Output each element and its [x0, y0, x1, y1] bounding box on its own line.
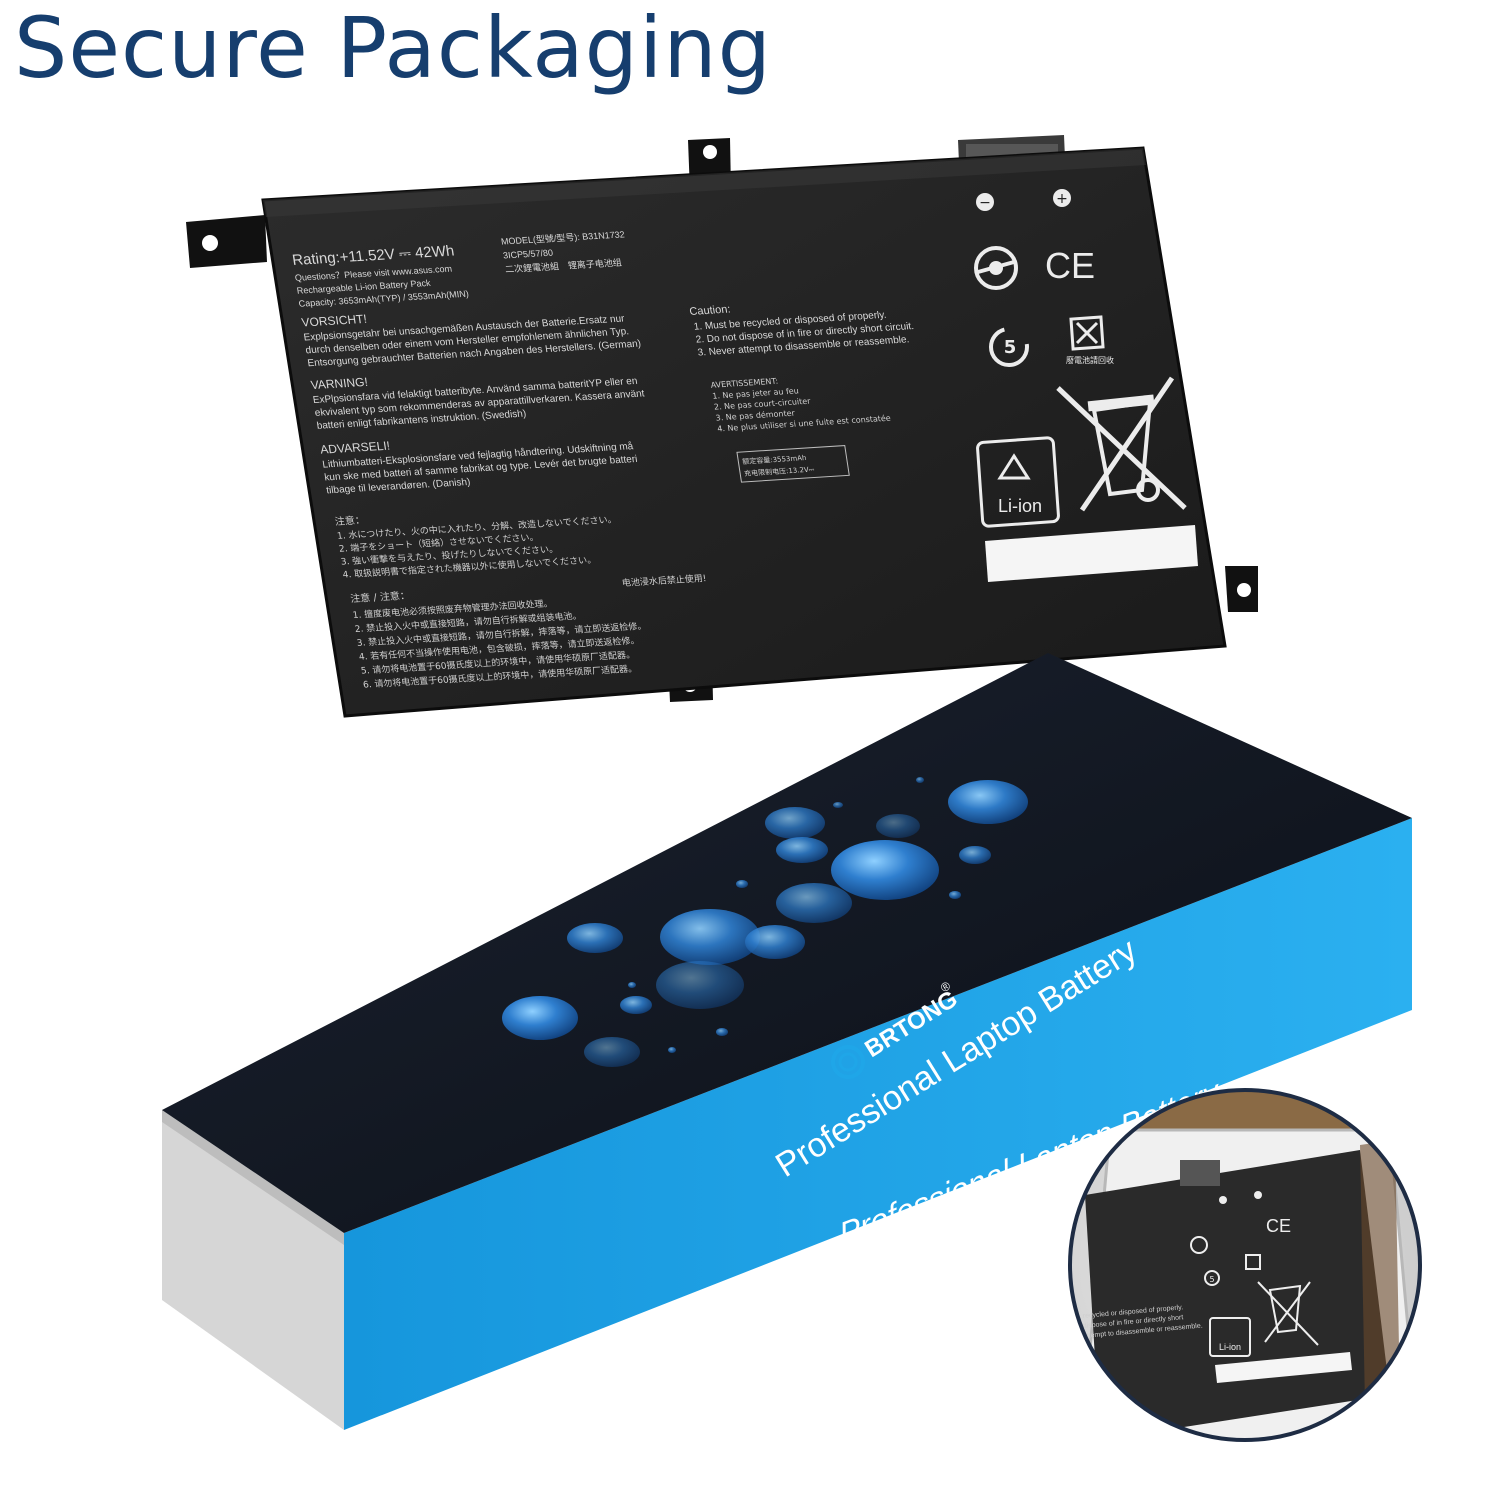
serial-sticker — [985, 525, 1198, 582]
cell-text: 3ICP5/57/80 — [502, 248, 553, 261]
headline: Secure Packaging — [14, 0, 772, 97]
box-side-face — [344, 818, 1412, 1430]
rated-capacity-text: 额定容量:3553mAh — [742, 453, 807, 466]
rohs-5-icon: 5 — [989, 327, 1029, 367]
advarsel-heading: ADVARSELI! — [319, 439, 391, 457]
rohs-number: 5 — [1004, 337, 1017, 358]
charge-limit-text: 充电限制电压:13.2V⎓ — [744, 465, 816, 478]
mounting-tab-left — [186, 215, 267, 268]
ul-recognized-icon — [974, 246, 1018, 290]
minus-sign: − — [979, 195, 991, 211]
inset-rohs-number: 5 — [1209, 1275, 1214, 1284]
battery: Rating:+11.52V ⎓ 42Wh MODEL(型號/型号): B31N… — [186, 135, 1258, 718]
jp-heading: 注意： — [334, 513, 366, 528]
bubble-graphic — [502, 777, 1028, 1067]
inset-li-ion-text: Li-ion — [1219, 1342, 1241, 1352]
recycle-cn-text: 廢電池請回收 — [1066, 355, 1114, 365]
plus-terminal-icon: + — [1053, 189, 1071, 207]
battery-body — [261, 146, 1227, 718]
caution-heading: Caution: — [689, 304, 732, 318]
box-end-face — [162, 1110, 344, 1430]
varning-heading: VARNING! — [310, 375, 369, 392]
inset-ce-mark: CE — [1266, 1216, 1291, 1236]
fr-heading: AVERTISSEMENT: — [710, 377, 779, 390]
packaging-box: BRTONG ® Professional Laptop Battery Pro… — [162, 653, 1412, 1430]
ce-mark: CE — [1045, 245, 1095, 286]
cn-heading: 注意 / 注意： — [349, 589, 410, 605]
plus-sign: + — [1056, 191, 1068, 207]
mounting-tab-right — [1225, 566, 1258, 612]
taiwan-recycle-icon: 廢電池請回收 — [1066, 315, 1114, 365]
weee-bin-icon — [1056, 376, 1187, 512]
vorsicht-heading: VORSICHT! — [300, 312, 367, 330]
li-ion-text: Li-ion — [998, 496, 1042, 516]
minus-terminal-icon: − — [976, 193, 994, 211]
li-ion-recycle-icon: Li-ion — [976, 436, 1060, 528]
